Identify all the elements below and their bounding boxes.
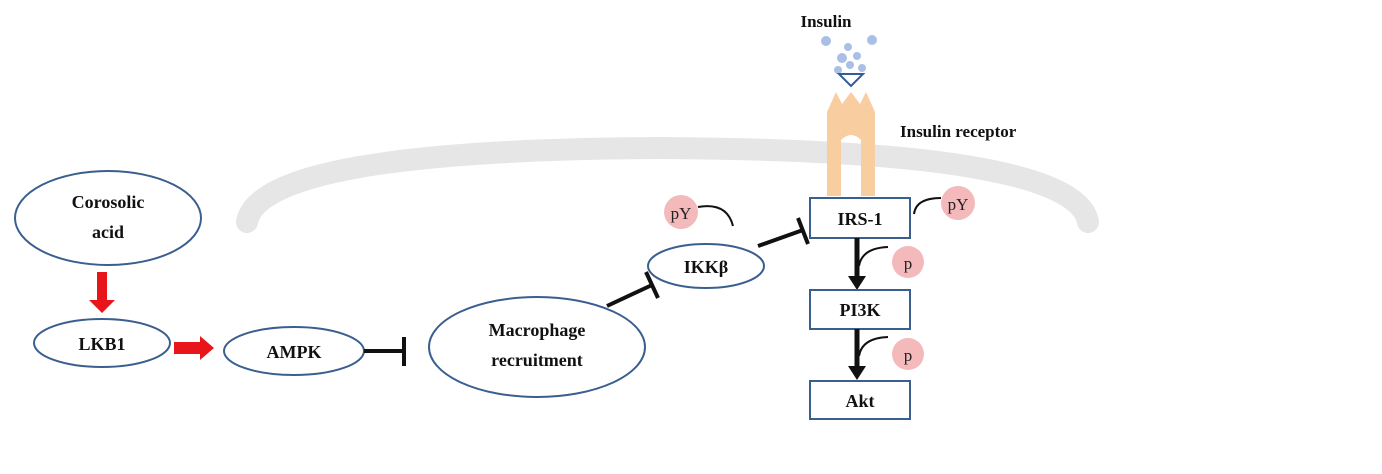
pi3k-node xyxy=(809,289,911,330)
corosolic-acid-node xyxy=(14,170,202,266)
inhibition-macrophage-ikkb xyxy=(606,271,660,308)
macrophage-label-line1: Macrophage xyxy=(489,320,586,340)
ikkb-node xyxy=(647,243,765,289)
cell-membrane xyxy=(236,136,1099,233)
pi3k-phospho-label: p xyxy=(904,254,913,273)
ikkb-phospho-label: pY xyxy=(671,204,692,223)
akt-phospho-label: p xyxy=(904,346,913,365)
irs1-phospho-label: pY xyxy=(948,195,969,214)
irs1-node xyxy=(809,197,911,239)
ikkb-phospho-hook-icon xyxy=(697,205,734,227)
insulin-label: Insulin xyxy=(800,12,852,31)
ikkb-phospho-badge xyxy=(664,195,698,229)
activation-arrow-right xyxy=(174,336,214,360)
insulin-receptor-label: Insulin receptor xyxy=(900,122,1017,141)
inhibition-ampk-macrophage xyxy=(364,337,406,366)
irs1-phospho-hook-icon xyxy=(913,197,942,215)
corosolic-acid-label-line1: Corosolic xyxy=(72,192,145,212)
macrophage-label-line2: recruitment xyxy=(491,350,583,370)
irs1-label: IRS-1 xyxy=(837,209,882,229)
corosolic-acid-label-line2: acid xyxy=(92,222,124,242)
ampk-label: AMPK xyxy=(267,342,322,362)
activation-pi3k-akt xyxy=(848,329,889,380)
insulin-binding-icon xyxy=(836,73,866,88)
akt-node xyxy=(809,380,911,420)
insulin-receptor-icon xyxy=(827,92,875,196)
activation-irs1-pi3k xyxy=(848,238,889,290)
akt-phospho-badge xyxy=(892,338,924,370)
macrophage-recruitment-node xyxy=(428,296,646,398)
pi3k-phospho-badge xyxy=(892,246,924,278)
lkb1-label: LKB1 xyxy=(78,334,125,354)
irs1-phospho-badge xyxy=(941,186,975,220)
pi3k-label: PI3K xyxy=(839,300,880,320)
akt-label: Akt xyxy=(845,391,874,411)
lkb1-node xyxy=(33,318,171,368)
inhibition-ikkb-irs1 xyxy=(757,217,810,248)
ikkb-label: IKKβ xyxy=(684,257,729,277)
insulin-molecules-icon xyxy=(821,35,877,74)
activation-arrow-down xyxy=(89,272,115,313)
